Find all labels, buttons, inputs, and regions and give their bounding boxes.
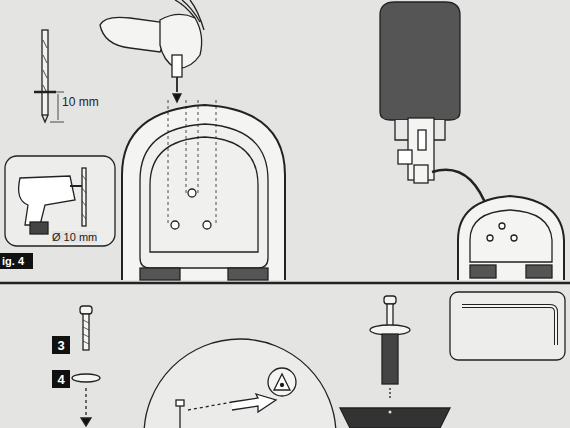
washer [72, 374, 100, 382]
figure-tab [0, 253, 33, 269]
callout-number-text: 4 [57, 372, 64, 387]
callout-number: 3 [52, 336, 70, 354]
dimension-label: 10 mm [62, 96, 99, 109]
detail-circle [144, 339, 336, 428]
dashed-arrow [85, 388, 86, 418]
console-base-small [458, 196, 564, 280]
hand-drill [100, 0, 204, 102]
drill-bit [34, 30, 64, 122]
armrest [380, 2, 494, 220]
callout-number: 4 [52, 370, 70, 388]
divider [0, 282, 570, 285]
allen-key-box [450, 292, 565, 360]
dimension-label: Ø 10 mm [52, 231, 97, 243]
tool-box [5, 156, 115, 246]
bolt [80, 306, 92, 350]
bolt-sleeve [340, 296, 450, 428]
callout-number-text: 3 [57, 338, 64, 353]
figure-label: ig. 4 [2, 255, 24, 267]
console-base [122, 100, 285, 280]
